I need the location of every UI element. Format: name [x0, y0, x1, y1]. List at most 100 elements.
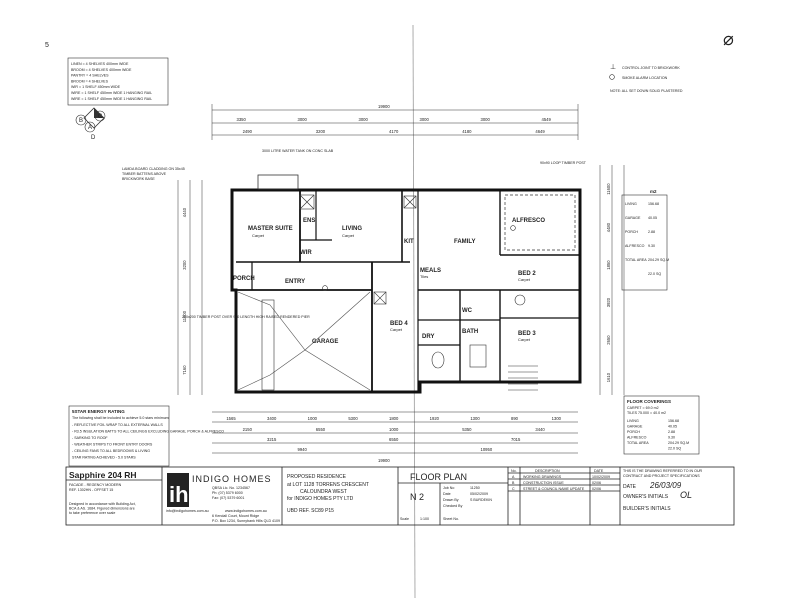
shelving-note-6: WIRE = 1 SHELF 450mm WIDE 1 HANGING RAIL: [71, 97, 152, 101]
dim-bot1-0: 1565: [226, 416, 236, 421]
side-dimension-lines: [177, 165, 625, 395]
svg-text:ih: ih: [169, 482, 189, 507]
page-number: 5: [45, 42, 49, 49]
room-meals: MEALS: [420, 268, 441, 274]
legend-control-joint: CONTROL JOINT TO BRICKWORK: [622, 66, 680, 70]
room-living-finish: Carpet: [342, 233, 355, 238]
approval-text-2: CONTRACT AND PROJECT SPECIFICATIONS: [623, 474, 700, 478]
company-address1: 6 Kendall Court, Mount Ridge: [212, 514, 259, 518]
area-row-value-3: 9.30: [668, 436, 675, 440]
smoke-alarm-icon: [609, 74, 615, 80]
area-summary-value-2: 2.88: [648, 230, 655, 234]
floor-coverings-line1: CARPET = 69.0 m2: [627, 406, 659, 410]
shelving-note-0: LINEN = 4 SHELVES 400mm WIDE: [71, 62, 129, 66]
legend: ⊥ CONTROL JOINT TO BRICKWORK SMOKE ALARM…: [609, 64, 683, 93]
energy-title: 5STAR ENERGY RATING: [72, 409, 125, 414]
energy-item-4: - CEILING FANS TO ALL BEDROOMS & LIVING: [72, 449, 150, 453]
dim-right-3: 3920: [606, 297, 611, 307]
water-tank-note: 3000 LITRE WATER TANK ON CONC SLAB: [262, 149, 334, 153]
date-sig-label: DATE: [623, 484, 637, 490]
area-summary-value-3: 9.30: [648, 244, 655, 248]
energy-item-2: - SARKING TO ROOF: [72, 436, 108, 440]
dim-bot1-8: 1300: [552, 416, 562, 421]
job-no-label: Job No: [443, 486, 454, 490]
energy-rating-box: [68, 405, 170, 467]
bottom-dimension-lines: [212, 411, 578, 454]
designed-note-line1: Designed in accordance with Building Act…: [69, 502, 136, 506]
overall-width-dim: 19900: [378, 104, 390, 109]
dim-bot1-5: 1920: [430, 416, 440, 421]
room-alfresco: ALFRESCO: [512, 218, 545, 224]
floor-coverings-title: FLOOR COVERINGS: [627, 399, 671, 404]
rev-header-date: DATE: [594, 469, 604, 473]
company-name: INDIGO HOMES: [192, 474, 272, 484]
loop-post-note: 90x90 LOOP TIMBER POST: [540, 161, 587, 165]
dim-bot1-2: 1000: [308, 416, 318, 421]
room-bed2: BED 2: [518, 271, 536, 277]
dim-top2-3: 4180: [462, 129, 472, 134]
sheet-no: N 2: [410, 492, 424, 502]
room-entry: ENTRY: [285, 279, 305, 285]
title-block-frame: [65, 466, 735, 526]
shelving-note-4: WIR = 1 SHELF 450mm WIDE: [71, 85, 121, 89]
date-label: Date: [443, 492, 451, 496]
area-row-label-3: ALFRESCO: [627, 436, 647, 440]
dim-right-1: 4480: [606, 222, 611, 232]
company-logo: ih: [167, 473, 189, 507]
dim-bot3-0: 3215: [267, 437, 277, 442]
area-row-value-5: 22.0 SQ: [668, 447, 681, 451]
shelving-note-3: BROOM = 4 SHELVES: [71, 79, 109, 83]
room-bed4-finish: Carpet: [390, 327, 403, 332]
dim-bot2-1: 6550: [316, 427, 326, 432]
rev-header-desc: DESCRIPTION: [535, 469, 560, 473]
company-email[interactable]: info@indigohomes.com.au: [166, 509, 209, 513]
svg-text:C: C: [98, 114, 103, 120]
legend-smoke-alarm: SMOKE ALARM LOCATION: [622, 76, 668, 80]
dim-right-4: 2650: [606, 335, 611, 345]
shelving-note-5: WIRE = 1 SHELF 450mm WIDE 1 HANGING RAIL: [71, 91, 152, 95]
dim-top1-0: 3350: [237, 117, 247, 122]
dim-right-2: 1850: [606, 260, 611, 270]
dim-right-0: 11600: [606, 183, 611, 195]
rev-date-0: 10/02/2009: [592, 475, 610, 479]
rev-no-2: C: [512, 487, 515, 491]
company-web[interactable]: www.indigohomes.com.au: [225, 509, 267, 513]
room-bed3: BED 3: [518, 331, 536, 337]
area-summary-label-1: GARAGE: [625, 216, 641, 220]
area-row-value-4: 204.29 SQ.M: [668, 441, 689, 445]
rev-desc-0: WORKING DRAWINGS: [523, 475, 562, 479]
area-summary-label-0: LIVING: [625, 202, 637, 206]
svg-text:D: D: [91, 135, 96, 141]
garage-roof-lines: [237, 291, 371, 391]
drawn-label: Drawn By: [443, 498, 459, 502]
svg-text:A: A: [88, 125, 92, 131]
house-walls: [230, 188, 582, 394]
dim-bot1-1: 3400: [267, 416, 277, 421]
area-summary-label-2: PORCH: [625, 230, 638, 234]
room-bed3-finish: Carpet: [518, 337, 531, 342]
rev-date-2: 02/06: [592, 487, 601, 491]
room-family: FAMILY: [454, 239, 475, 245]
area-row-label-2: PORCH: [627, 430, 640, 434]
date-value: 05/02/2009: [470, 492, 488, 496]
suburb: CALOUNDRA WEST: [300, 489, 347, 495]
plan-notes: LAMDA BOARD CLADDING ON 35x45 TIMBER BAT…: [122, 149, 587, 319]
area-row-value-0: 156.68: [668, 419, 679, 423]
area-summary-value-0: 156.68: [648, 202, 659, 206]
dim-bot2-3: 5350: [462, 427, 472, 432]
dim-bot2-2: 1000: [389, 427, 399, 432]
dim-left-0: 4440: [182, 207, 187, 217]
water-tank: [257, 174, 299, 190]
legend-note: NOTE: ALL SET DOWN SOLID PLASTERED: [610, 89, 683, 93]
dim-top1-1: 3000: [298, 117, 308, 122]
garage-door: [261, 299, 275, 391]
rev-no-1: B: [512, 481, 515, 485]
